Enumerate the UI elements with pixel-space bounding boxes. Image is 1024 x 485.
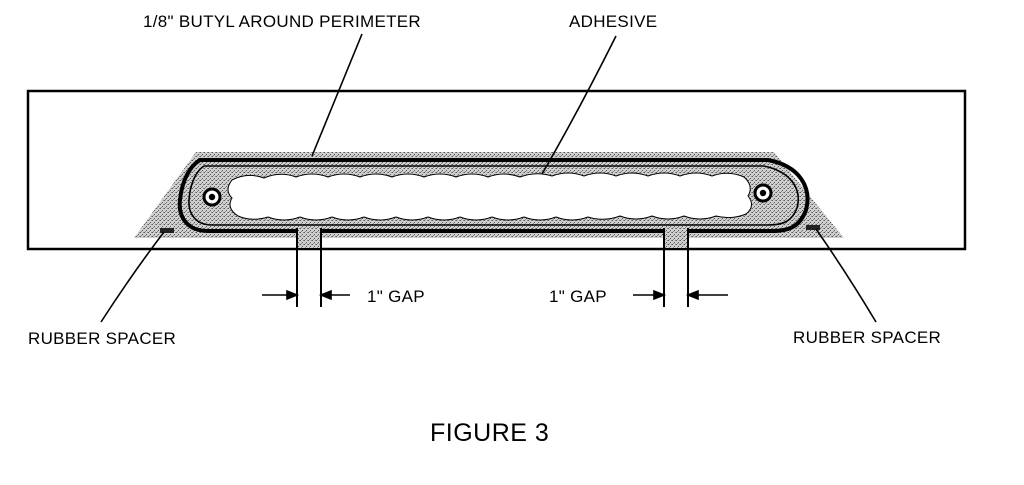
gap-right-dimension xyxy=(633,289,728,301)
label-rubber-spacer-left: RUBBER SPACER xyxy=(28,329,177,348)
butyl-bead-inner xyxy=(188,165,799,226)
leader-adhesive xyxy=(541,35,617,175)
label-gap-left: 1" GAP xyxy=(367,287,425,306)
butyl-bead-outer xyxy=(177,158,810,233)
label-adhesive: ADHESIVE xyxy=(569,12,658,31)
gap-post-left xyxy=(297,228,321,248)
gap-left-dimension xyxy=(262,289,350,301)
rubber-spacer-left-mark xyxy=(160,228,174,233)
adhesive-core xyxy=(227,172,752,221)
label-rubber-spacer-right: RUBBER SPACER xyxy=(793,328,942,347)
gap-post-right xyxy=(664,228,688,248)
rubber-spacer-right-mark xyxy=(806,225,820,230)
panel-outline xyxy=(26,89,967,251)
label-butyl-perimeter: 1/8" BUTYL AROUND PERIMETER xyxy=(143,12,422,31)
label-gap-right: 1" GAP xyxy=(549,287,607,306)
leader-spacer-right xyxy=(815,228,877,323)
leader-spacer-left xyxy=(100,231,165,323)
leader-butyl xyxy=(311,33,363,157)
figure-caption: FIGURE 3 xyxy=(430,419,550,447)
